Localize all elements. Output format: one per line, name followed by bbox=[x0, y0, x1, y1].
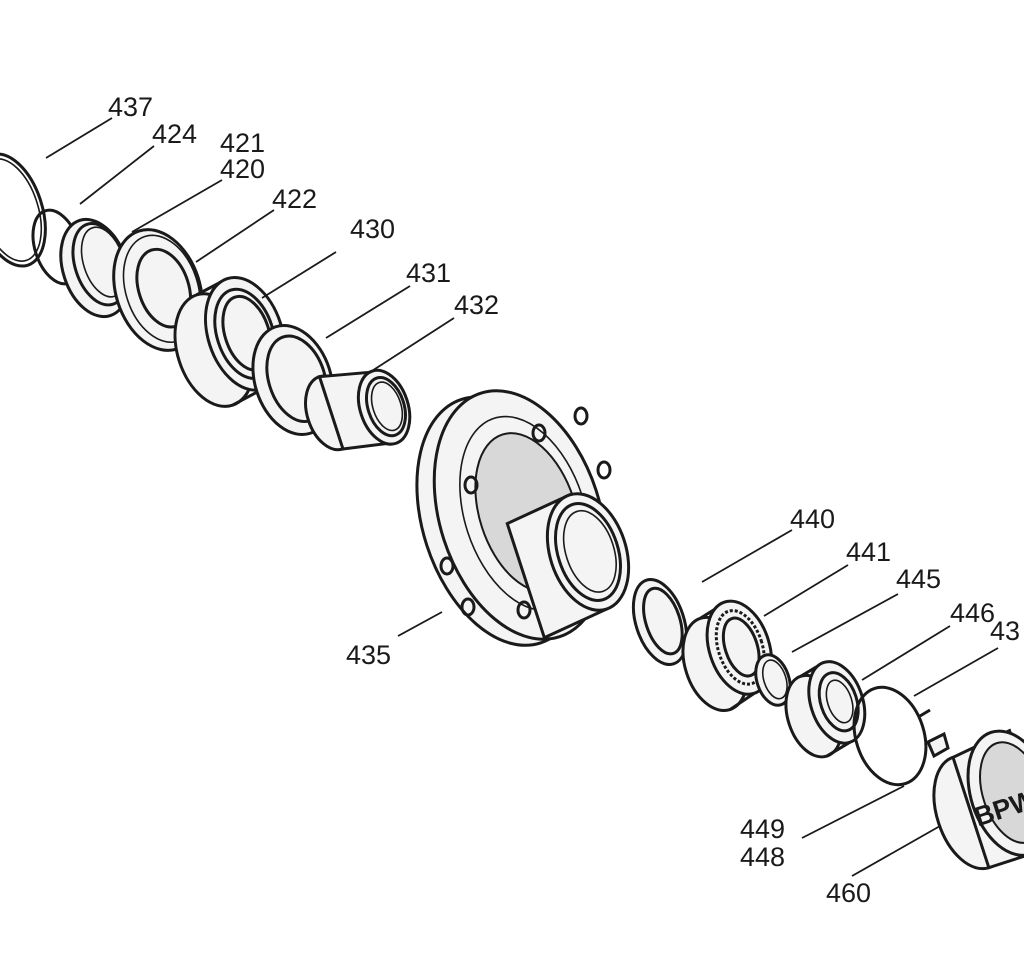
callout-424: 424 bbox=[152, 119, 197, 149]
callout-448: 448 bbox=[740, 842, 785, 872]
callout-435: 435 bbox=[346, 640, 391, 670]
part-435-wheel-hub bbox=[415, 389, 631, 647]
part-437-snap-ring bbox=[0, 152, 47, 268]
part-449-448-lock-tab bbox=[919, 708, 950, 759]
callout-437: 437 bbox=[108, 92, 153, 122]
callout-449: 449 bbox=[740, 814, 785, 844]
callout-432: 432 bbox=[454, 290, 499, 320]
part-460-hub-cap: BPW bbox=[932, 728, 1024, 871]
part-440-seal-ring bbox=[631, 578, 689, 666]
part-445-ring bbox=[754, 653, 792, 707]
part-432-sleeve bbox=[304, 368, 412, 452]
callout-422: 422 bbox=[272, 184, 317, 214]
callout-431: 431 bbox=[406, 258, 451, 288]
part-circlip bbox=[852, 685, 928, 787]
callout-43x: 43 bbox=[990, 616, 1020, 646]
callout-430: 430 bbox=[350, 214, 395, 244]
callout-441: 441 bbox=[846, 537, 891, 567]
leader-lines bbox=[45, 117, 999, 877]
callout-440: 440 bbox=[790, 504, 835, 534]
callout-446: 446 bbox=[950, 598, 995, 628]
callout-460: 460 bbox=[826, 878, 871, 908]
part-446-axle-nut bbox=[784, 660, 867, 759]
callout-445: 445 bbox=[896, 564, 941, 594]
callout-420: 420 bbox=[220, 154, 265, 184]
callout-421: 421 bbox=[220, 128, 265, 158]
